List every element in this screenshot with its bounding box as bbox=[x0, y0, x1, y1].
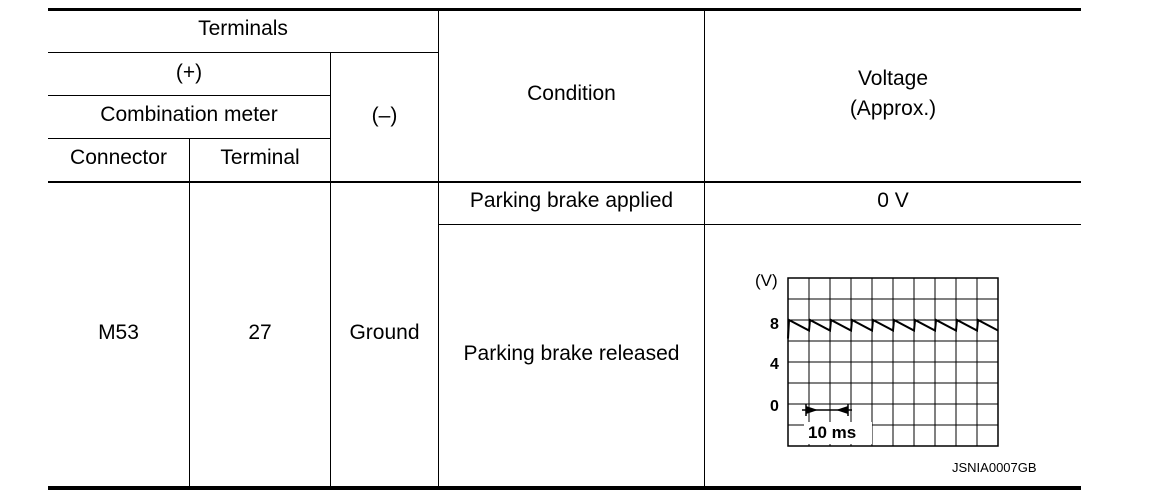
cell-connector-value: M53 bbox=[98, 321, 139, 344]
header-terminal: Terminal bbox=[220, 146, 300, 169]
condition-parking-brake-applied: Parking brake applied bbox=[469, 189, 674, 212]
time-label-background bbox=[804, 422, 872, 444]
rule-condition-voltage bbox=[704, 9, 705, 488]
table-bottom-rule bbox=[48, 486, 1081, 490]
header-bottom-rule bbox=[48, 181, 1081, 183]
cell-terminal-value: 27 bbox=[248, 321, 272, 344]
header-minus: (–) bbox=[371, 104, 398, 127]
header-combination-meter: Combination meter bbox=[100, 103, 278, 126]
header-condition: Condition bbox=[527, 82, 616, 105]
waveform-label-4: 4 bbox=[770, 356, 779, 373]
rule-between-conditions bbox=[439, 224, 1081, 225]
voltage-parking-brake-applied: 0 V bbox=[877, 189, 909, 212]
rule-below-terminals bbox=[48, 52, 439, 53]
waveform-time-marker bbox=[802, 404, 852, 416]
waveform-unit-label: (V) bbox=[755, 271, 778, 290]
waveform-grid bbox=[787, 277, 999, 447]
figure-id: JSNIA0007GB bbox=[952, 460, 1037, 475]
waveform-label-0: 0 bbox=[770, 398, 779, 415]
time-marker-arrow-end bbox=[836, 406, 848, 414]
waveform-trace bbox=[787, 318, 999, 339]
waveform-label-8: 8 bbox=[770, 316, 779, 333]
waveform-line bbox=[787, 318, 999, 339]
rule-below-plus bbox=[48, 95, 330, 96]
time-marker-arrow-start bbox=[806, 406, 818, 414]
grid-border bbox=[787, 277, 999, 447]
header-voltage: Voltage bbox=[857, 67, 929, 90]
waveform-time-label: 10 ms bbox=[808, 423, 856, 442]
cell-ground-value: Ground bbox=[349, 321, 420, 344]
rule-terminals-condition bbox=[438, 9, 439, 488]
header-voltage-approx: (Approx.) bbox=[849, 97, 937, 120]
rule-connector-terminal bbox=[189, 138, 190, 488]
rule-terminal-minus bbox=[330, 52, 331, 488]
waveform-labels: (V) 8 4 0 10 ms bbox=[755, 271, 872, 444]
table-top-rule bbox=[48, 8, 1081, 11]
condition-parking-brake-released: Parking brake released bbox=[463, 342, 680, 365]
header-plus: (+) bbox=[175, 61, 203, 84]
header-terminals: Terminals bbox=[198, 17, 288, 40]
voltage-waveform-figure: (V) 8 4 0 10 ms bbox=[755, 271, 999, 447]
header-connector: Connector bbox=[70, 146, 167, 169]
